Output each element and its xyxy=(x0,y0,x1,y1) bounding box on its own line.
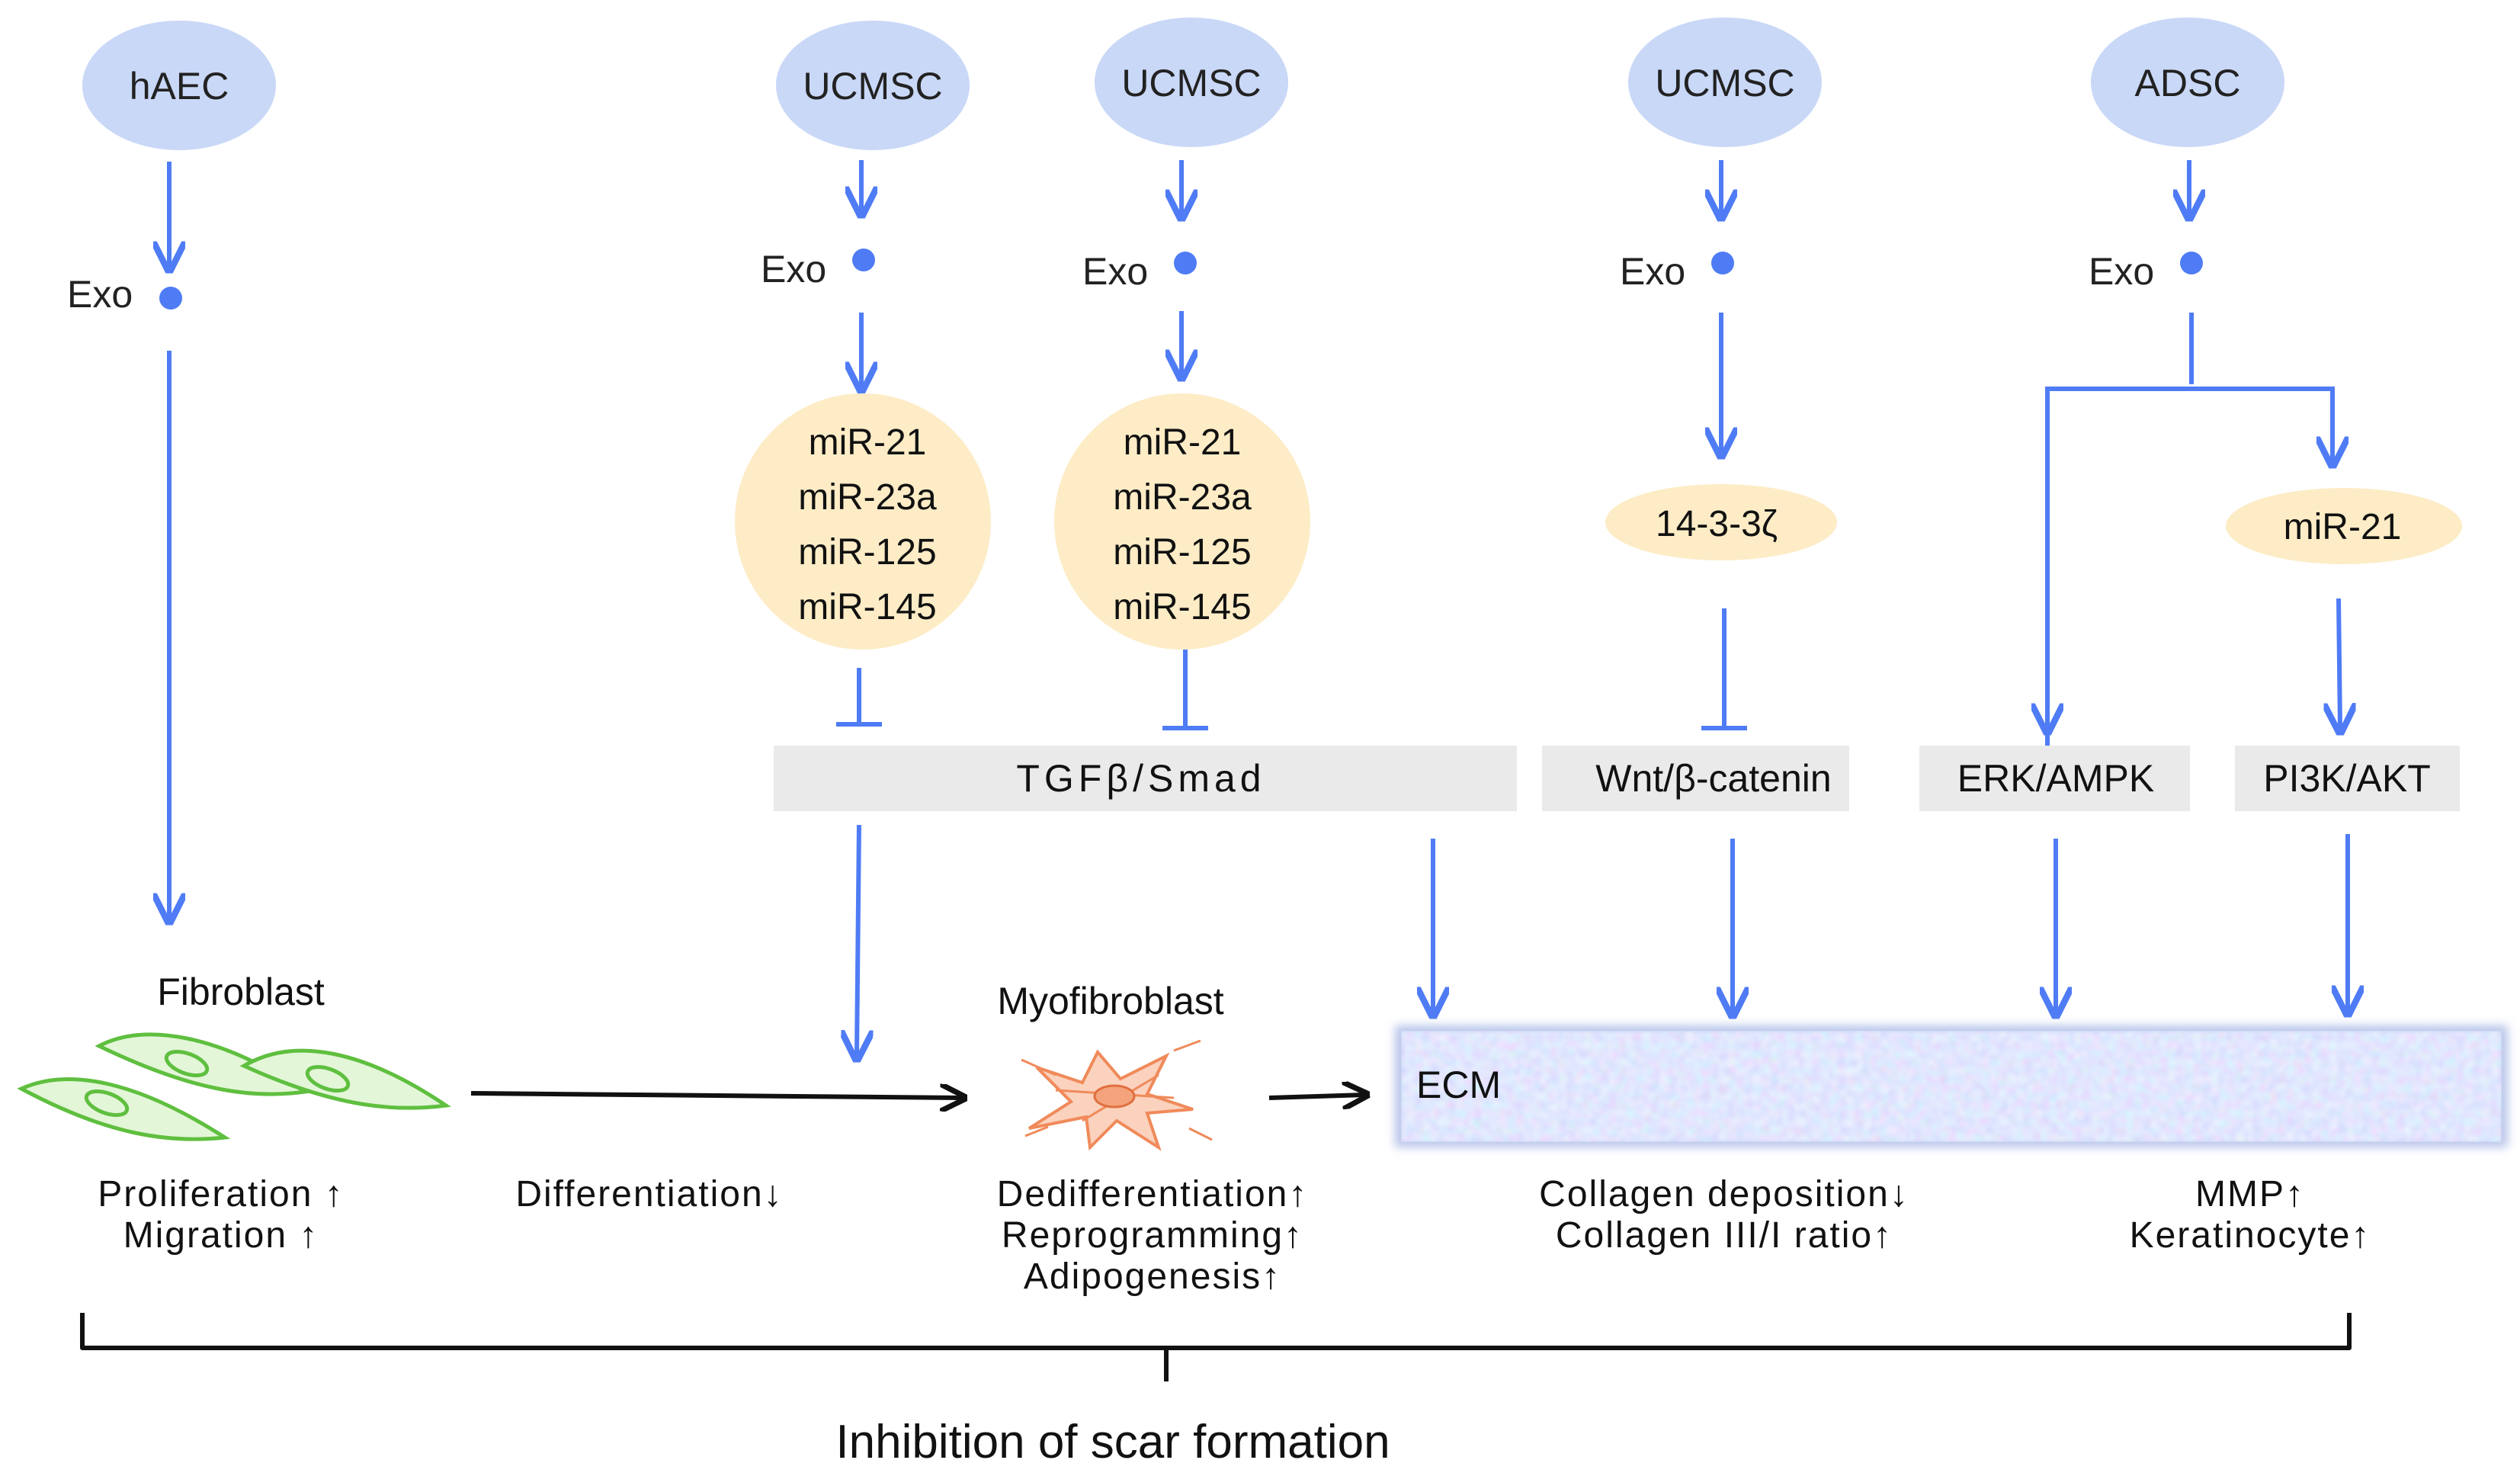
source-exo-arrows xyxy=(169,160,2189,267)
pathway-label: TGFβ/Smad xyxy=(1016,757,1265,800)
exo-label: Exo xyxy=(761,248,826,290)
mirna-cluster-2: miR-21 miR-23a miR-125 miR-145 xyxy=(1054,393,1310,650)
effects-myofibroblast: Dedifferentiation↑ Reprogramming↑ Adipog… xyxy=(997,1174,1309,1297)
effect-label: Differentiation↓ xyxy=(515,1174,783,1214)
effect-label: Keratinocyte↑ xyxy=(2130,1215,2371,1256)
pathway-label: PI3K/AKT xyxy=(2263,757,2431,800)
effect-label: Reprogramming↑ xyxy=(1002,1215,1303,1256)
mirna-label: miR-21 xyxy=(809,422,927,463)
exo-adsc: Exo xyxy=(2089,250,2203,293)
inhibition-edges xyxy=(836,598,2340,729)
effect-label: Collagen deposition↓ xyxy=(1539,1174,1909,1214)
pathway-label: Wnt/β-catenin xyxy=(1595,757,1831,800)
source-ucmsc-3: UCMSC xyxy=(1628,18,1822,147)
exo-label: Exo xyxy=(1082,250,1148,293)
mirna-label: miR-125 xyxy=(1113,532,1251,573)
source-label: hAEC xyxy=(130,65,229,107)
effects-fibroblast: Proliferation ↑ Migration ↑ xyxy=(98,1174,344,1256)
exo-ucmsc-3: Exo xyxy=(1620,250,1734,293)
effect-label: Migration ↑ xyxy=(123,1215,319,1256)
fibroblast-label: Fibroblast xyxy=(157,971,325,1013)
effect-label: MMP↑ xyxy=(2195,1174,2305,1214)
myofibroblast-label: Myofibroblast xyxy=(997,980,1223,1022)
source-adsc: ADSC xyxy=(2091,18,2284,147)
pathway-pi3k-akt: PI3K/AKT xyxy=(2235,746,2460,811)
mirna-label: miR-23a xyxy=(798,477,937,518)
source-ucmsc-2: UCMSC xyxy=(1095,18,1288,147)
effect-label: Adipogenesis↑ xyxy=(1024,1256,1281,1297)
source-label: UCMSC xyxy=(1121,62,1261,104)
mirna-label: miR-145 xyxy=(1113,587,1251,627)
mirna-label: miR-21 xyxy=(2284,507,2402,547)
exo-label: Exo xyxy=(1620,250,1685,293)
pathway-erk-ampk: ERK/AMPK xyxy=(1919,746,2190,811)
pathway-downstream-arrows xyxy=(857,824,2348,1056)
protein-label: 14-3-3ζ xyxy=(1656,504,1778,544)
effect-label: Collagen III/I ratio↑ xyxy=(1556,1215,1893,1256)
fibroblast-nucleus xyxy=(305,1064,351,1093)
exosome-dot xyxy=(2180,252,2203,274)
effect-label: Dedifferentiation↑ xyxy=(997,1174,1309,1214)
exo-hAEC: Exo xyxy=(67,273,182,316)
pathway-wnt: Wnt/β-catenin xyxy=(1542,746,1849,811)
source-ucmsc-1: UCMSC xyxy=(776,21,970,150)
effects-collagen: Collagen deposition↓ Collagen III/I rati… xyxy=(1539,1174,1909,1256)
fibroblast-nucleus xyxy=(164,1049,210,1078)
effects-differentiation: Differentiation↓ xyxy=(515,1174,783,1214)
protein-14-3-3: 14-3-3ζ xyxy=(1605,484,1837,560)
mirna-label: miR-125 xyxy=(798,532,936,573)
source-label: ADSC xyxy=(2135,62,2241,104)
exo-ucmsc-1: Exo xyxy=(761,248,875,290)
summary-brace xyxy=(80,1313,2352,1381)
exo-label: Exo xyxy=(67,273,133,316)
effect-label: Proliferation ↑ xyxy=(98,1174,344,1214)
exosome-dot xyxy=(852,249,875,271)
mirna-label: miR-23a xyxy=(1113,477,1252,518)
ecm-band: ECM xyxy=(1395,1025,2508,1147)
myofibroblast-cell: Myofibroblast xyxy=(997,980,1224,1151)
fibroblast-cells: Fibroblast xyxy=(17,971,451,1141)
source-hAEC: hAEC xyxy=(82,21,276,150)
pathway-tgf-smad: TGFβ/Smad xyxy=(774,746,1517,811)
effects-mmp: MMP↑ Keratinocyte↑ xyxy=(2130,1174,2371,1256)
exo-ucmsc-2: Exo xyxy=(1082,250,1197,293)
mirna-cluster-1: miR-21 miR-23a miR-125 miR-145 xyxy=(735,393,991,650)
exo-label: Exo xyxy=(2089,250,2154,293)
mirna-label: miR-21 xyxy=(1124,422,1242,463)
exosome-dot xyxy=(159,287,182,310)
exosome-dot xyxy=(1174,252,1197,274)
source-label: UCMSC xyxy=(803,65,942,107)
source-label: UCMSC xyxy=(1655,62,1794,104)
pathway-label: ERK/AMPK xyxy=(1957,757,2154,800)
fibroblast-nucleus xyxy=(84,1089,130,1118)
ecm-label: ECM xyxy=(1416,1064,1501,1106)
conclusion-label: Inhibition of scar formation xyxy=(835,1416,1390,1468)
mirna-adsc: miR-21 xyxy=(2226,488,2462,564)
exo-downstream-arrows xyxy=(169,311,2332,919)
exosome-dot xyxy=(1711,252,1734,274)
mirna-label: miR-145 xyxy=(798,587,936,627)
differentiation-arrows xyxy=(470,1093,1364,1098)
